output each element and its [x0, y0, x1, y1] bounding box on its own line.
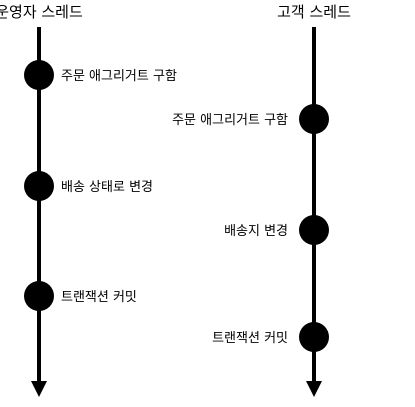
operator-event-3-marker: [24, 281, 54, 311]
customer-event-1-label: 주문 애그리거트 구함: [172, 113, 288, 128]
customer-event-1-marker: [299, 104, 329, 134]
operator-event-2-marker: [24, 171, 54, 201]
customer-event-3-label: 트랜잭션 커밋: [212, 331, 288, 346]
operator-event-3-label: 트랜잭션 커밋: [61, 290, 137, 305]
operator-event-1-marker: [24, 60, 54, 90]
operator-timeline-arrowhead: [31, 381, 47, 397]
customer-timeline-arrowhead: [306, 381, 322, 397]
customer-event-2-label: 배송지 변경: [224, 224, 288, 239]
operator-thread: 운영자 스레드 주문 애그리거트 구함 배송 상태로 변경 트랜잭션 커밋: [0, 3, 177, 397]
customer-thread-title: 고객 스레드: [277, 3, 351, 21]
operator-event-2-label: 배송 상태로 변경: [61, 180, 153, 195]
operator-thread-title: 운영자 스레드: [0, 3, 83, 21]
customer-event-2-marker: [299, 215, 329, 245]
operator-event-1-label: 주문 애그리거트 구함: [61, 69, 177, 84]
customer-thread: 고객 스레드 주문 애그리거트 구함 배송지 변경 트랜잭션 커밋: [172, 3, 351, 397]
customer-event-3-marker: [299, 322, 329, 352]
